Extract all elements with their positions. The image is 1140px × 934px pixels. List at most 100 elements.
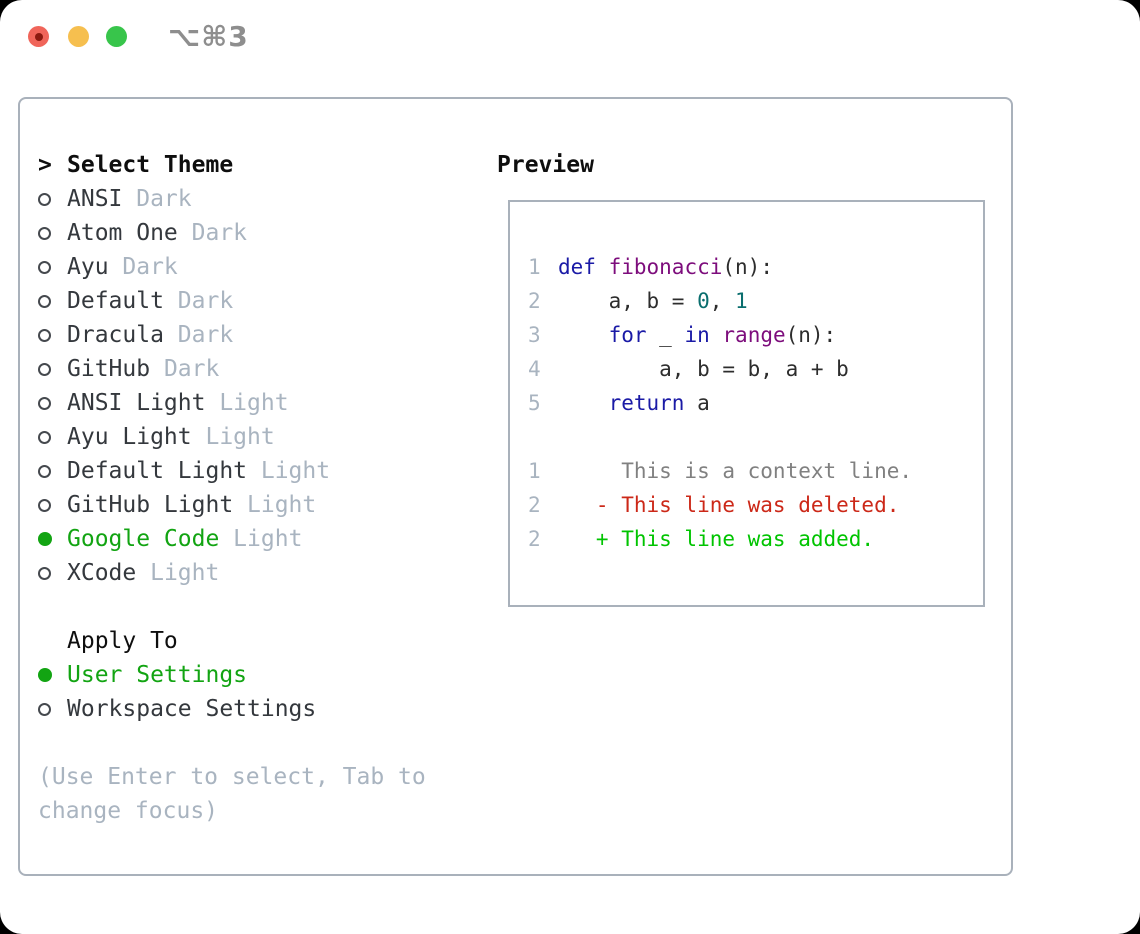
diff-line: 2 - This line was deleted.	[528, 488, 912, 522]
theme-option-github[interactable]: GitHub Dark	[38, 352, 426, 386]
radio-icon	[38, 362, 51, 376]
theme-option-atom-one[interactable]: Atom One Dark	[38, 216, 426, 250]
theme-variant: Light	[247, 458, 331, 484]
code-segment-lit: 0	[697, 289, 710, 313]
line-number: 5	[528, 391, 541, 415]
select-theme-title: Select Theme	[67, 152, 234, 178]
cursor-indicator: >	[38, 152, 52, 178]
radio-icon	[38, 294, 51, 308]
line-text: a, b = 0, 1	[558, 289, 748, 313]
help-text: (Use Enter to select, Tab to change focus…	[38, 760, 426, 828]
theme-name: Default	[67, 288, 164, 314]
theme-option-default[interactable]: Default Dark	[38, 284, 426, 318]
radio-icon	[38, 192, 51, 206]
theme-name: Ayu	[67, 254, 109, 280]
line-number: 2	[528, 527, 541, 551]
help-text-line: change focus)	[38, 798, 219, 824]
theme-option-github-light[interactable]: GitHub Light Light	[38, 488, 426, 522]
theme-name: GitHub	[67, 356, 151, 382]
diff-line: 2 + This line was added.	[528, 522, 912, 556]
code-line: 4 a, b = b, a + b	[528, 352, 912, 386]
blank-line	[528, 420, 912, 454]
help-text-line: (Use Enter to select, Tab to	[38, 764, 426, 790]
zoom-button[interactable]	[106, 26, 127, 47]
theme-option-google-code[interactable]: Google Code Light	[38, 522, 426, 556]
diff-line: 1 This is a context line.	[528, 454, 912, 488]
radio-icon	[38, 566, 51, 580]
theme-option-ansi[interactable]: ANSI Dark	[38, 182, 426, 216]
theme-variant: Dark	[122, 186, 192, 212]
code-segment-typ: fibonacci	[608, 255, 723, 279]
code-segment-pln: (n):	[785, 323, 837, 347]
minimize-button[interactable]	[68, 26, 89, 47]
code-segment-ctx: This is a context line.	[558, 459, 913, 483]
radio-selected-icon	[38, 668, 52, 682]
line-number: 3	[528, 323, 541, 347]
theme-option-ayu[interactable]: Ayu Dark	[38, 250, 426, 284]
theme-option-xcode[interactable]: XCode Light	[38, 556, 426, 590]
line-text: - This line was deleted.	[558, 493, 899, 517]
theme-name: Default Light	[67, 458, 248, 484]
radio-selected-icon	[38, 532, 52, 546]
theme-option-dracula[interactable]: Dracula Dark	[38, 318, 426, 352]
theme-option-default-light[interactable]: Default Light Light	[38, 454, 426, 488]
line-number: 2	[528, 493, 541, 517]
radio-icon	[38, 260, 51, 274]
code-segment-pln: ,	[709, 289, 736, 313]
theme-name: Atom One	[67, 220, 178, 246]
code-segment-pln: a, b =	[558, 289, 698, 313]
apply-option-label: User Settings	[67, 662, 248, 688]
theme-variant: Dark	[177, 220, 248, 246]
code-segment-add: + This line was added.	[558, 527, 875, 551]
line-number: 1	[528, 459, 541, 483]
theme-option-ansi-light[interactable]: ANSI Light Light	[38, 386, 426, 420]
code-segment-pln: (n):	[722, 255, 773, 279]
select-theme-header: > Select Theme	[38, 148, 426, 182]
code-segment-kwd: return	[608, 391, 685, 415]
radio-icon	[38, 396, 51, 410]
code-line: 2 a, b = 0, 1	[528, 284, 912, 318]
code-segment-lit: 1	[735, 289, 748, 313]
theme-variant: Dark	[108, 254, 178, 280]
radio-icon	[38, 430, 51, 444]
code-segment-pln	[596, 255, 609, 279]
theme-name: ANSI Light	[67, 390, 206, 416]
line-text: def fibonacci(n):	[558, 255, 773, 279]
line-text: This is a context line.	[558, 459, 912, 483]
line-text: + This line was added.	[558, 527, 874, 551]
theme-variant: Light	[136, 560, 220, 586]
code-segment-del: - This line was deleted.	[558, 493, 900, 517]
apply-option-label: Workspace Settings	[67, 696, 317, 722]
radio-icon	[38, 702, 51, 716]
theme-variant: Light	[219, 526, 303, 552]
theme-variant: Light	[191, 424, 275, 450]
line-number: 4	[528, 357, 541, 381]
close-button[interactable]	[28, 26, 49, 47]
apply-option-workspace-settings[interactable]: Workspace Settings	[38, 692, 426, 726]
theme-name: Dracula	[67, 322, 164, 348]
line-text: return a	[558, 391, 710, 415]
window-title: ⌥⌘3	[168, 20, 249, 53]
theme-name: Google Code	[67, 526, 220, 552]
line-text: for _ in range(n):	[558, 323, 837, 347]
line-text: a, b = b, a + b	[558, 357, 849, 381]
apply-option-user-settings[interactable]: User Settings	[38, 658, 426, 692]
theme-variant: Light	[205, 390, 289, 416]
radio-icon	[38, 328, 51, 342]
apply-to-title: Apply To	[67, 628, 178, 654]
code-segment-typ: range	[722, 323, 786, 347]
theme-option-ayu-light[interactable]: Ayu Light Light	[38, 420, 426, 454]
spacer	[38, 726, 426, 760]
code-segment-pln	[558, 323, 609, 347]
preview-header: Preview	[497, 152, 594, 178]
code-line: 5 return a	[528, 386, 912, 420]
unsaved-dot-icon	[34, 32, 43, 41]
